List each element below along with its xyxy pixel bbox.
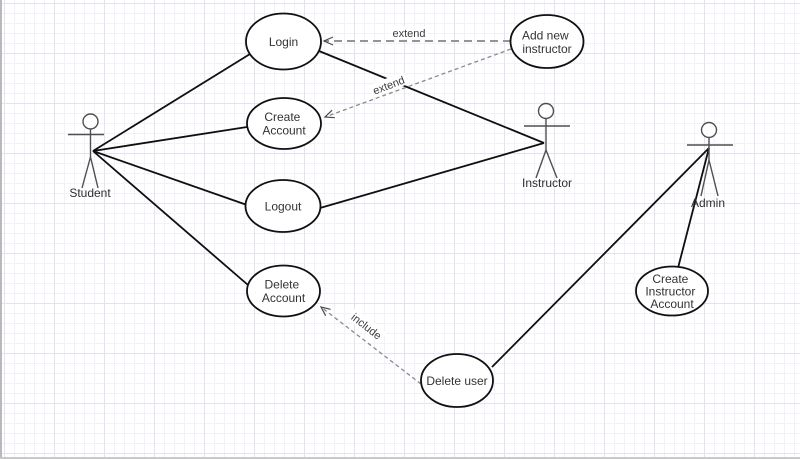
use-case-ellipse[interactable]	[245, 12, 322, 71]
actor-head-icon	[82, 113, 99, 130]
actor-legs	[535, 149, 558, 179]
use-case-ellipse[interactable]	[635, 265, 709, 317]
use-case-add-new-instructor[interactable]: Add new instructor	[509, 14, 585, 69]
use-case-create-instructor-account[interactable]: Create Instructor Account	[635, 265, 709, 317]
actor-head-icon	[700, 121, 718, 139]
edge-label: extend	[392, 28, 425, 40]
use-case-ellipse[interactable]	[246, 97, 322, 150]
use-case-ellipse[interactable]	[509, 14, 585, 69]
use-case-delete-user[interactable]: Delete user	[420, 353, 494, 408]
actor-instructor[interactable]: Instructor	[522, 102, 572, 191]
edge-student-logout[interactable]	[92, 150, 248, 206]
use-case-login[interactable]: Login	[245, 12, 322, 71]
canvas-left-edge	[0, 0, 2, 459]
use-case-label: Delete user	[426, 374, 487, 388]
use-case-label: Logout	[265, 200, 302, 214]
actor-label: Instructor	[522, 176, 572, 190]
edge-student-login[interactable]	[92, 53, 251, 152]
use-case-label: Create Instructor Account	[645, 272, 698, 311]
edge-admin-delete-user[interactable]	[491, 147, 710, 368]
actor-legs	[81, 156, 99, 189]
edge-label-bg	[347, 308, 387, 344]
use-case-label: Create Account	[262, 110, 306, 138]
actor-head-icon	[537, 102, 555, 120]
use-case-ellipse[interactable]	[244, 179, 322, 233]
actor-label: Admin	[691, 196, 725, 210]
actor-label: Student	[69, 186, 111, 200]
edge-label-bg	[369, 71, 409, 98]
edge-label-bg	[391, 26, 428, 39]
edge-instructor-login[interactable]	[318, 50, 545, 144]
use-case-ellipse[interactable]	[246, 264, 321, 318]
use-case-label: Login	[269, 35, 298, 49]
actor-legs	[700, 159, 719, 197]
use-case-label: Delete Account	[262, 278, 306, 306]
use-case-logout[interactable]: Logout	[244, 179, 322, 233]
use-case-ellipse[interactable]	[420, 353, 494, 408]
actor-admin[interactable]: Admin	[687, 121, 733, 211]
edge-label-include-rotated[interactable]: include	[347, 308, 387, 344]
edge-label-extend-horizontal[interactable]: extend	[391, 26, 428, 40]
dependency-edges	[319, 36, 512, 385]
edge-include-deleteuser-delete-account[interactable]	[319, 306, 422, 385]
edge-instructor-logout[interactable]	[319, 142, 545, 209]
edge-extend-addnewinstructor-create-account[interactable]	[323, 48, 512, 119]
association-edges	[92, 50, 710, 368]
use-case-label: Add new instructor	[522, 29, 572, 57]
actor-student[interactable]: Student	[68, 113, 111, 200]
edge-student-delete-account[interactable]	[92, 150, 249, 286]
use-case-delete-account[interactable]: Delete Account	[246, 264, 321, 318]
edge-student-create-account[interactable]	[92, 126, 248, 152]
edge-admin-create-instructor-account[interactable]	[677, 147, 710, 269]
canvas-bottom-edge	[0, 457, 800, 459]
use-case-create-account[interactable]: Create Account	[246, 97, 322, 150]
